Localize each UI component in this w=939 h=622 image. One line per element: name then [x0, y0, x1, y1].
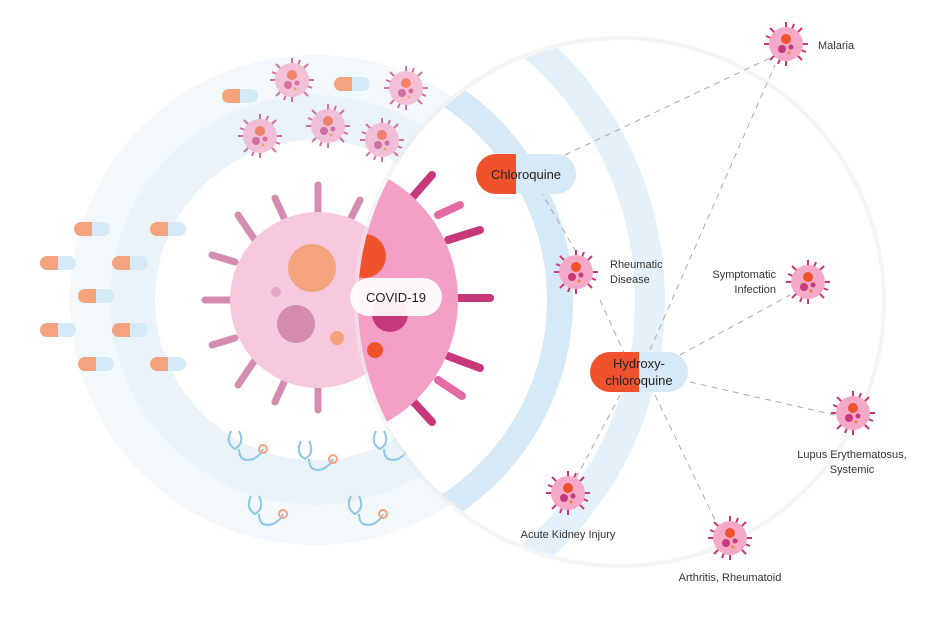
drug-chloroquine: Chloroquine: [476, 154, 576, 194]
svg-text:chloroquine: chloroquine: [605, 373, 672, 388]
svg-text:Disease: Disease: [610, 274, 650, 286]
focus-rings: [358, 40, 665, 564]
disease-arthritis-rheumatoid: Arthritis, Rheumatoid: [679, 515, 782, 584]
disease-acute-kidney-injury: Acute Kidney Injury: [521, 470, 616, 541]
svg-text:Lupus Erythematosus,: Lupus Erythematosus,: [797, 449, 906, 461]
svg-text:Chloroquine: Chloroquine: [491, 167, 561, 182]
svg-text:Symptomatic: Symptomatic: [712, 269, 776, 281]
svg-text:Systemic: Systemic: [830, 464, 875, 476]
svg-text:Rheumatic: Rheumatic: [610, 259, 663, 271]
drug-hydroxychloroquine: Hydroxy- chloroquine: [590, 352, 688, 392]
svg-text:Infection: Infection: [734, 284, 776, 296]
disease-symptomatic-infection: Symptomatic Infection: [712, 259, 831, 305]
disease-rheumatic: Rheumatic Disease: [553, 249, 663, 295]
covid-19-label: COVID-19: [350, 278, 442, 316]
svg-text:Acute Kidney Injury: Acute Kidney Injury: [521, 529, 616, 541]
svg-text:Arthritis, Rheumatoid: Arthritis, Rheumatoid: [679, 572, 782, 584]
svg-text:Malaria: Malaria: [818, 40, 855, 52]
disease-malaria: Malaria: [763, 21, 855, 67]
svg-text:Hydroxy-: Hydroxy-: [613, 356, 665, 371]
disease-lupus: Lupus Erythematosus, Systemic: [797, 390, 907, 476]
connection-lines: [539, 57, 836, 521]
svg-text:COVID-19: COVID-19: [366, 290, 426, 305]
